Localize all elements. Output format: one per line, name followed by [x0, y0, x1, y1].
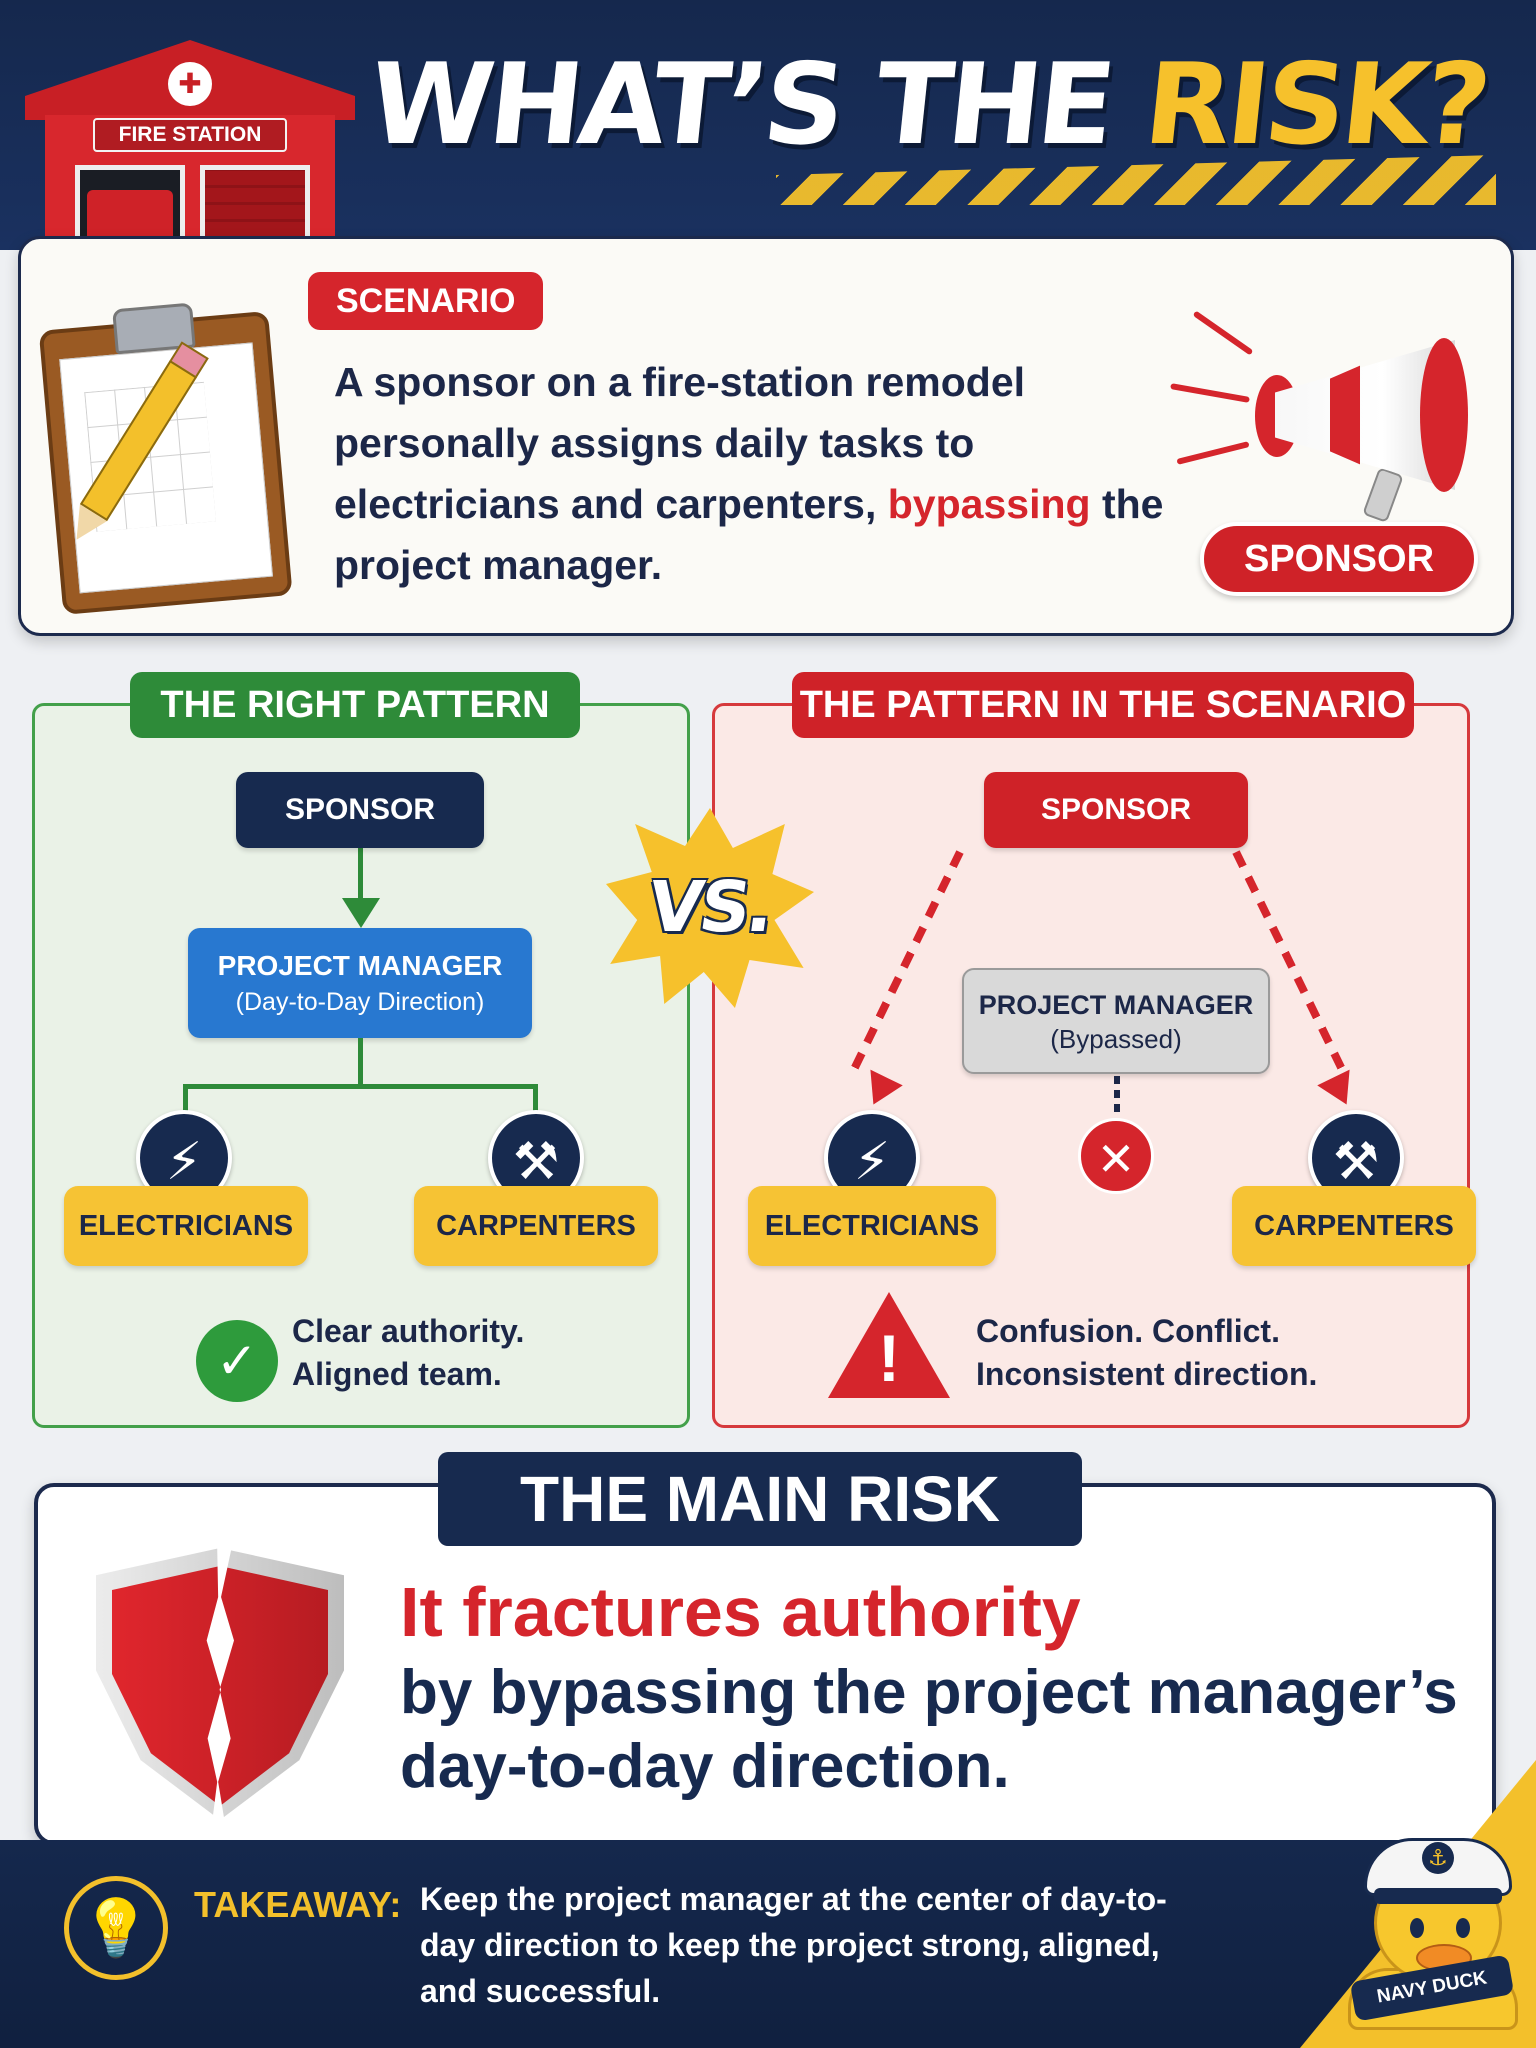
station-sign: FIRE STATION: [93, 118, 287, 152]
pm-title: PROJECT MANAGER: [217, 950, 503, 981]
pm-subtitle: (Bypassed): [1050, 1024, 1182, 1054]
right-pattern-note: Clear authority. Aligned team.: [292, 1310, 652, 1396]
scenario-text-before: A sponsor on a fire-station remodel pers…: [334, 359, 1026, 527]
fire-station-illustration: ✚ FIRE STATION: [25, 40, 355, 275]
scenario-text: A sponsor on a fire-station remodel pers…: [334, 352, 1194, 596]
duck-eye: [1456, 1918, 1470, 1938]
pm-subtitle: (Day-to-Day Direction): [235, 988, 485, 1016]
connector-line: [533, 1084, 538, 1120]
main-risk-tag: THE MAIN RISK: [438, 1452, 1082, 1546]
connector-line: [183, 1084, 538, 1089]
scenario-pattern-tag: THE PATTERN IN THE SCENARIO: [792, 672, 1414, 738]
dotted-connector: [1114, 1076, 1120, 1116]
right-pattern-tag: THE RIGHT PATTERN: [130, 672, 580, 738]
risk-body: by bypassing the project manager’s day-t…: [400, 1658, 1458, 1801]
megaphone-handle: [1362, 467, 1404, 523]
note-line: Inconsistent direction.: [976, 1356, 1318, 1392]
x-mark-icon: ✕: [1078, 1118, 1154, 1194]
note-line: Clear authority.: [292, 1313, 525, 1349]
electricians-label: ELECTRICIANS: [748, 1186, 996, 1266]
title-highlight: RISK?: [1138, 40, 1493, 170]
pm-title: PROJECT MANAGER: [978, 990, 1254, 1020]
megaphone-rim: [1420, 338, 1468, 492]
clipboard-icon: [37, 295, 302, 615]
title-main: WHAT’S THE: [363, 40, 1153, 170]
megaphone-ray: [1170, 383, 1250, 403]
sponsor-badge: SPONSOR: [1200, 522, 1478, 596]
scenario-text-after: the project manager.: [334, 481, 1164, 588]
megaphone-ray: [1176, 441, 1250, 465]
carpenters-label: CARPENTERS: [414, 1186, 658, 1266]
note-line: Confusion. Conflict.: [976, 1313, 1280, 1349]
megaphone-icon: [1170, 310, 1470, 530]
duck-cap-brim: [1374, 1888, 1502, 1904]
anchor-icon: ⚓: [1422, 1842, 1454, 1874]
sponsor-node: SPONSOR: [236, 772, 484, 848]
takeaway-label: TAKEAWAY:: [194, 1884, 402, 1925]
sponsor-node: SPONSOR: [984, 772, 1248, 848]
project-manager-node: PROJECT MANAGER (Day-to-Day Direction): [188, 928, 532, 1038]
megaphone-stripe: [1330, 365, 1360, 465]
scenario-text-highlight: bypassing: [887, 481, 1091, 527]
electricians-label: ELECTRICIANS: [64, 1186, 308, 1266]
scenario-tag: SCENARIO: [308, 272, 544, 330]
connector-line: [358, 1038, 363, 1086]
connector-line: [358, 848, 363, 904]
fire-emblem-icon: ✚: [168, 62, 212, 106]
project-manager-bypassed-node: PROJECT MANAGER (Bypassed): [962, 968, 1270, 1074]
duck-eye: [1410, 1918, 1424, 1938]
note-line: Aligned team.: [292, 1356, 502, 1392]
takeaway-text: Keep the project manager at the center o…: [420, 1881, 1167, 2009]
down-arrow-icon: [342, 898, 380, 928]
lightbulb-icon: 💡: [64, 1876, 168, 1980]
risk-headline: It fractures authority: [400, 1573, 1081, 1651]
connector-line: [183, 1084, 188, 1120]
takeaway-footer: [0, 1840, 1536, 2048]
page-title: WHAT’S THE RISK?: [362, 30, 1518, 180]
carpenters-label: CARPENTERS: [1232, 1186, 1476, 1266]
checkmark-icon: ✓: [196, 1320, 278, 1402]
scenario-pattern-note: Confusion. Conflict. Inconsistent direct…: [976, 1310, 1446, 1396]
exclamation-mark: !: [878, 1321, 900, 1395]
vs-label: VS.: [643, 866, 777, 948]
